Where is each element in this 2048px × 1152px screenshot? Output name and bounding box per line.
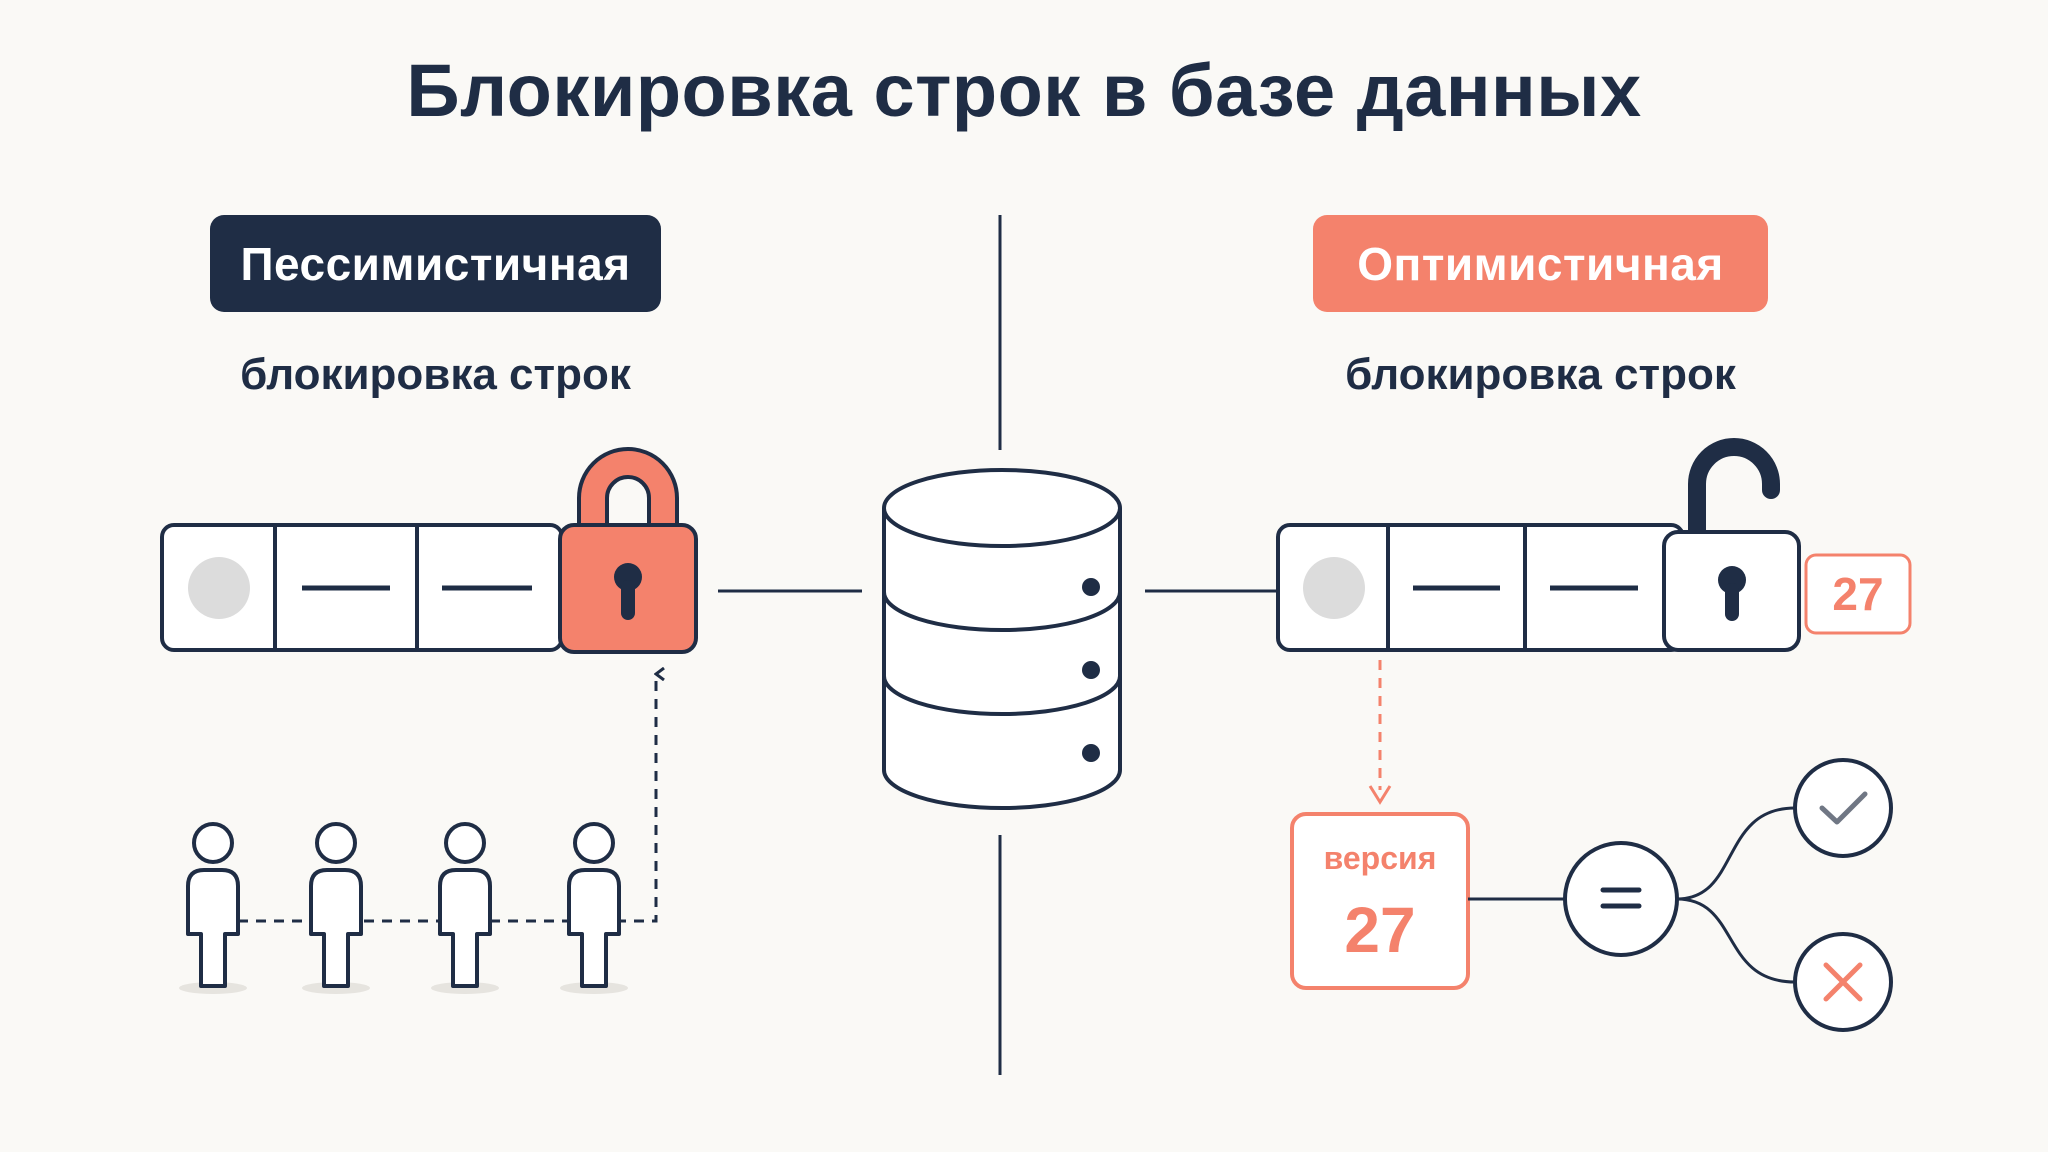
optimistic-subtitle: блокировка строк xyxy=(1345,350,1736,399)
result-branches xyxy=(1676,806,1796,984)
page-title: Блокировка строк в базе данных xyxy=(406,49,1642,132)
database-icon xyxy=(882,468,1122,810)
pessimistic-table-row xyxy=(160,523,564,652)
version-box xyxy=(1290,812,1470,990)
person-icon xyxy=(179,822,247,994)
row-version-badge-frame xyxy=(1804,553,1912,635)
check-icon xyxy=(1793,758,1893,858)
row-version-badge: 27 xyxy=(1832,568,1884,620)
optimistic-badge: Оптимистичная xyxy=(1313,215,1768,312)
wait-queue-arrow xyxy=(238,674,656,923)
optimistic-table-row xyxy=(1276,523,1685,652)
person-icon xyxy=(560,822,628,994)
person-icon xyxy=(431,822,499,994)
locked-padlock-icon xyxy=(558,447,698,654)
equals-icon xyxy=(1563,841,1679,957)
cross-icon xyxy=(1793,932,1893,1032)
person-icon xyxy=(302,822,370,994)
read-version-arrow xyxy=(1368,660,1392,805)
waiting-people xyxy=(179,822,628,994)
pessimistic-badge: Пессимистичная xyxy=(210,215,661,312)
pessimistic-subtitle: блокировка строк xyxy=(240,350,631,399)
version-box-value: 27 xyxy=(1344,894,1416,966)
row-key-dot xyxy=(188,557,250,619)
row-key-dot xyxy=(1303,557,1365,619)
unlocked-padlock-icon xyxy=(1662,438,1801,652)
version-box-label: версия xyxy=(1323,840,1437,876)
